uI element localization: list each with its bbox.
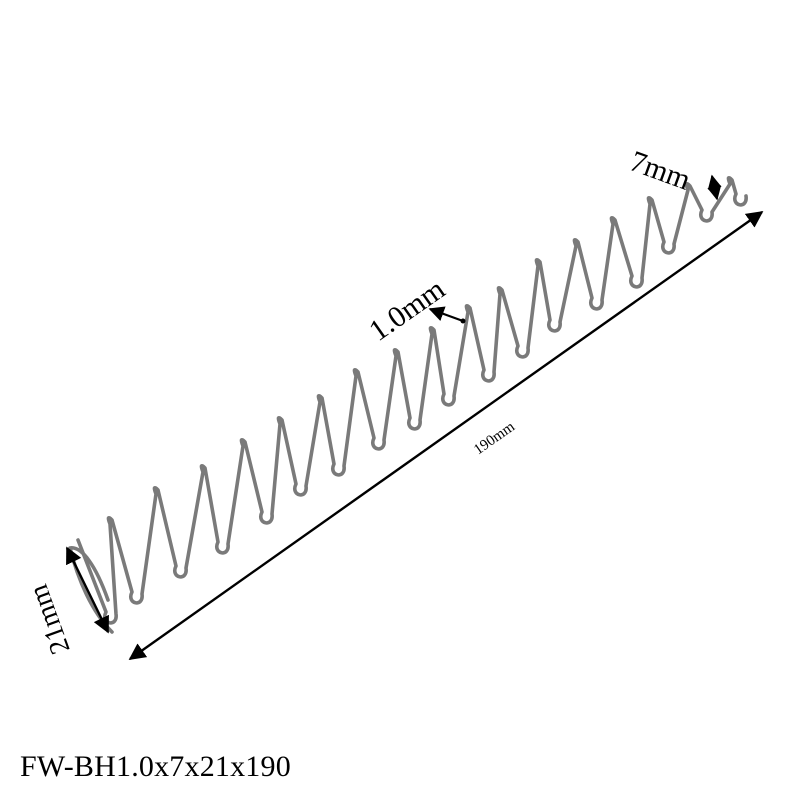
length-label: 190mm	[471, 419, 518, 459]
length-dimension: 190mm	[128, 211, 764, 660]
height-label: 7mm	[626, 145, 695, 197]
wire-diameter-label: 1.0mm	[363, 272, 451, 347]
width-label: 21mm	[23, 580, 77, 658]
spring-wire-path	[76, 175, 748, 625]
height-dimension: 7mm	[626, 145, 722, 201]
wire-diameter-dimension: 1.0mm	[363, 272, 466, 348]
width-dimension: 21mm	[23, 546, 110, 658]
model-number-caption: FW-BH1.0x7x21x190	[20, 750, 291, 783]
wire-spring	[68, 175, 748, 634]
